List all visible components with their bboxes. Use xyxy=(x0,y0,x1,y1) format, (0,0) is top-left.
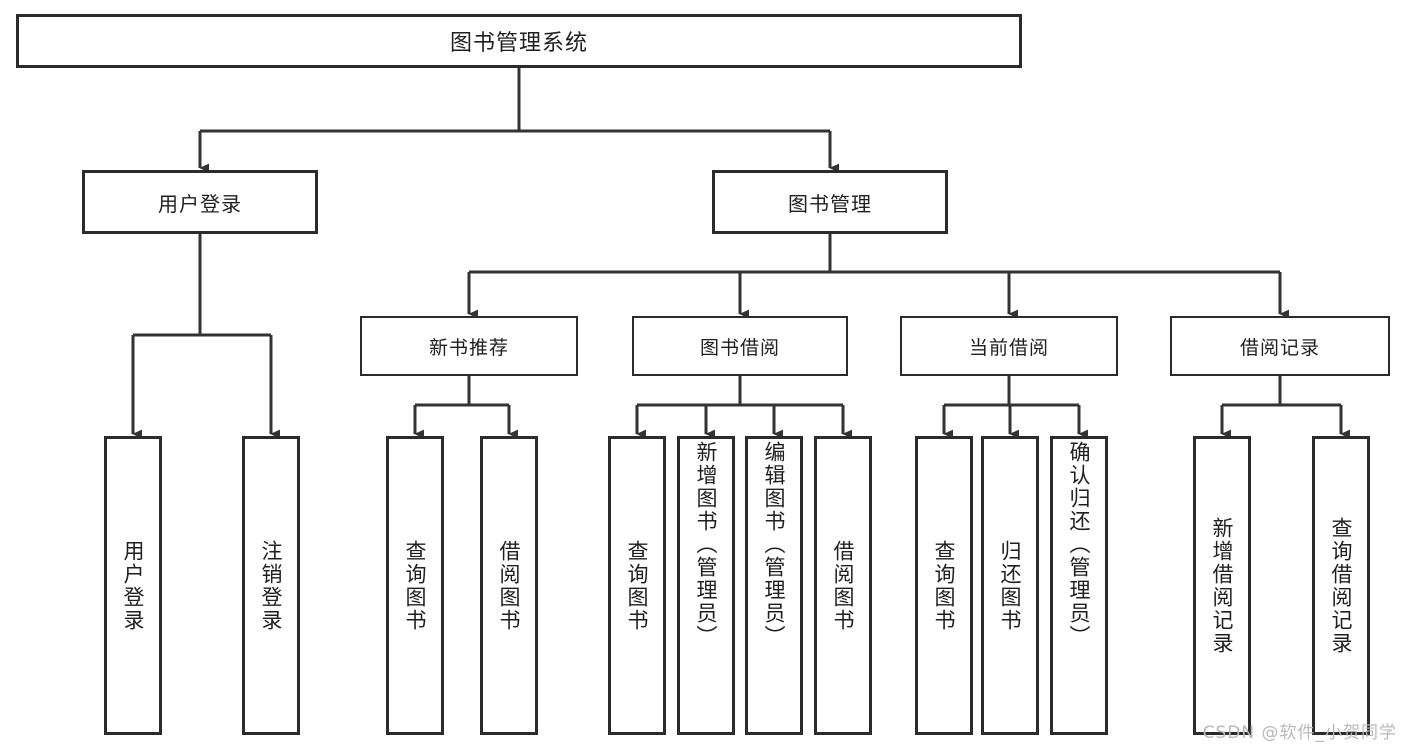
node-book-borrow[interactable]: 图书借阅 xyxy=(632,316,848,376)
leaf-query-book-current-label: 查询图书 xyxy=(932,539,957,632)
leaf-borrow-book-label: 借阅图书 xyxy=(831,539,856,632)
leaf-borrow-book-recommend[interactable]: 借阅图书 xyxy=(480,436,538,735)
leaf-query-book-borrow[interactable]: 查询图书 xyxy=(608,436,666,735)
leaf-query-book-recommend-label: 查询图书 xyxy=(403,539,428,632)
node-borrow-record[interactable]: 借阅记录 xyxy=(1170,316,1390,376)
leaf-user-login-label: 用户登录 xyxy=(121,539,146,632)
node-current-borrow-label: 当前借阅 xyxy=(968,336,1049,359)
leaf-edit-book-admin[interactable]: 编辑图书（管理员） xyxy=(745,436,803,735)
node-book-management-label: 图书管理 xyxy=(788,191,872,216)
leaf-query-borrow-record-label: 查询借阅记录 xyxy=(1329,516,1354,655)
node-current-borrow[interactable]: 当前借阅 xyxy=(900,316,1118,376)
leaf-add-borrow-record-label: 新增借阅记录 xyxy=(1210,516,1235,655)
leaf-query-book-borrow-label: 查询图书 xyxy=(625,539,650,632)
leaf-edit-book-admin-label: 编辑图书（管理员） xyxy=(762,441,787,648)
leaf-borrow-book[interactable]: 借阅图书 xyxy=(814,436,872,735)
leaf-query-book-current[interactable]: 查询图书 xyxy=(915,436,973,735)
csdn-watermark: CSDN @软件_小贺同学 xyxy=(1202,723,1397,743)
leaf-confirm-return-admin-label: 确认归还（管理员） xyxy=(1067,441,1092,648)
leaf-return-book-label: 归还图书 xyxy=(998,539,1023,632)
leaf-user-login[interactable]: 用户登录 xyxy=(104,436,162,735)
node-user-login[interactable]: 用户登录 xyxy=(82,170,318,234)
leaf-borrow-book-recommend-label: 借阅图书 xyxy=(497,539,522,632)
node-borrow-record-label: 借阅记录 xyxy=(1239,336,1320,359)
leaf-add-book-admin-label: 新增图书（管理员） xyxy=(694,441,719,648)
leaf-add-book-admin[interactable]: 新增图书（管理员） xyxy=(677,436,735,735)
leaf-query-book-recommend[interactable]: 查询图书 xyxy=(386,436,444,735)
leaf-logout-label: 注销登录 xyxy=(259,539,284,632)
node-user-login-label: 用户登录 xyxy=(158,191,242,216)
node-root-label: 图书管理系统 xyxy=(449,31,588,56)
node-root[interactable]: 图书管理系统 xyxy=(16,14,1022,68)
leaf-logout[interactable]: 注销登录 xyxy=(242,436,300,735)
leaf-confirm-return-admin[interactable]: 确认归还（管理员） xyxy=(1050,436,1108,735)
leaf-add-borrow-record[interactable]: 新增借阅记录 xyxy=(1193,436,1251,735)
node-book-borrow-label: 图书借阅 xyxy=(699,336,780,359)
node-book-management[interactable]: 图书管理 xyxy=(712,170,948,234)
leaf-query-borrow-record[interactable]: 查询借阅记录 xyxy=(1312,436,1370,735)
node-new-book-recommend-label: 新书推荐 xyxy=(428,336,509,359)
leaf-return-book[interactable]: 归还图书 xyxy=(981,436,1039,735)
node-new-book-recommend[interactable]: 新书推荐 xyxy=(360,316,578,376)
